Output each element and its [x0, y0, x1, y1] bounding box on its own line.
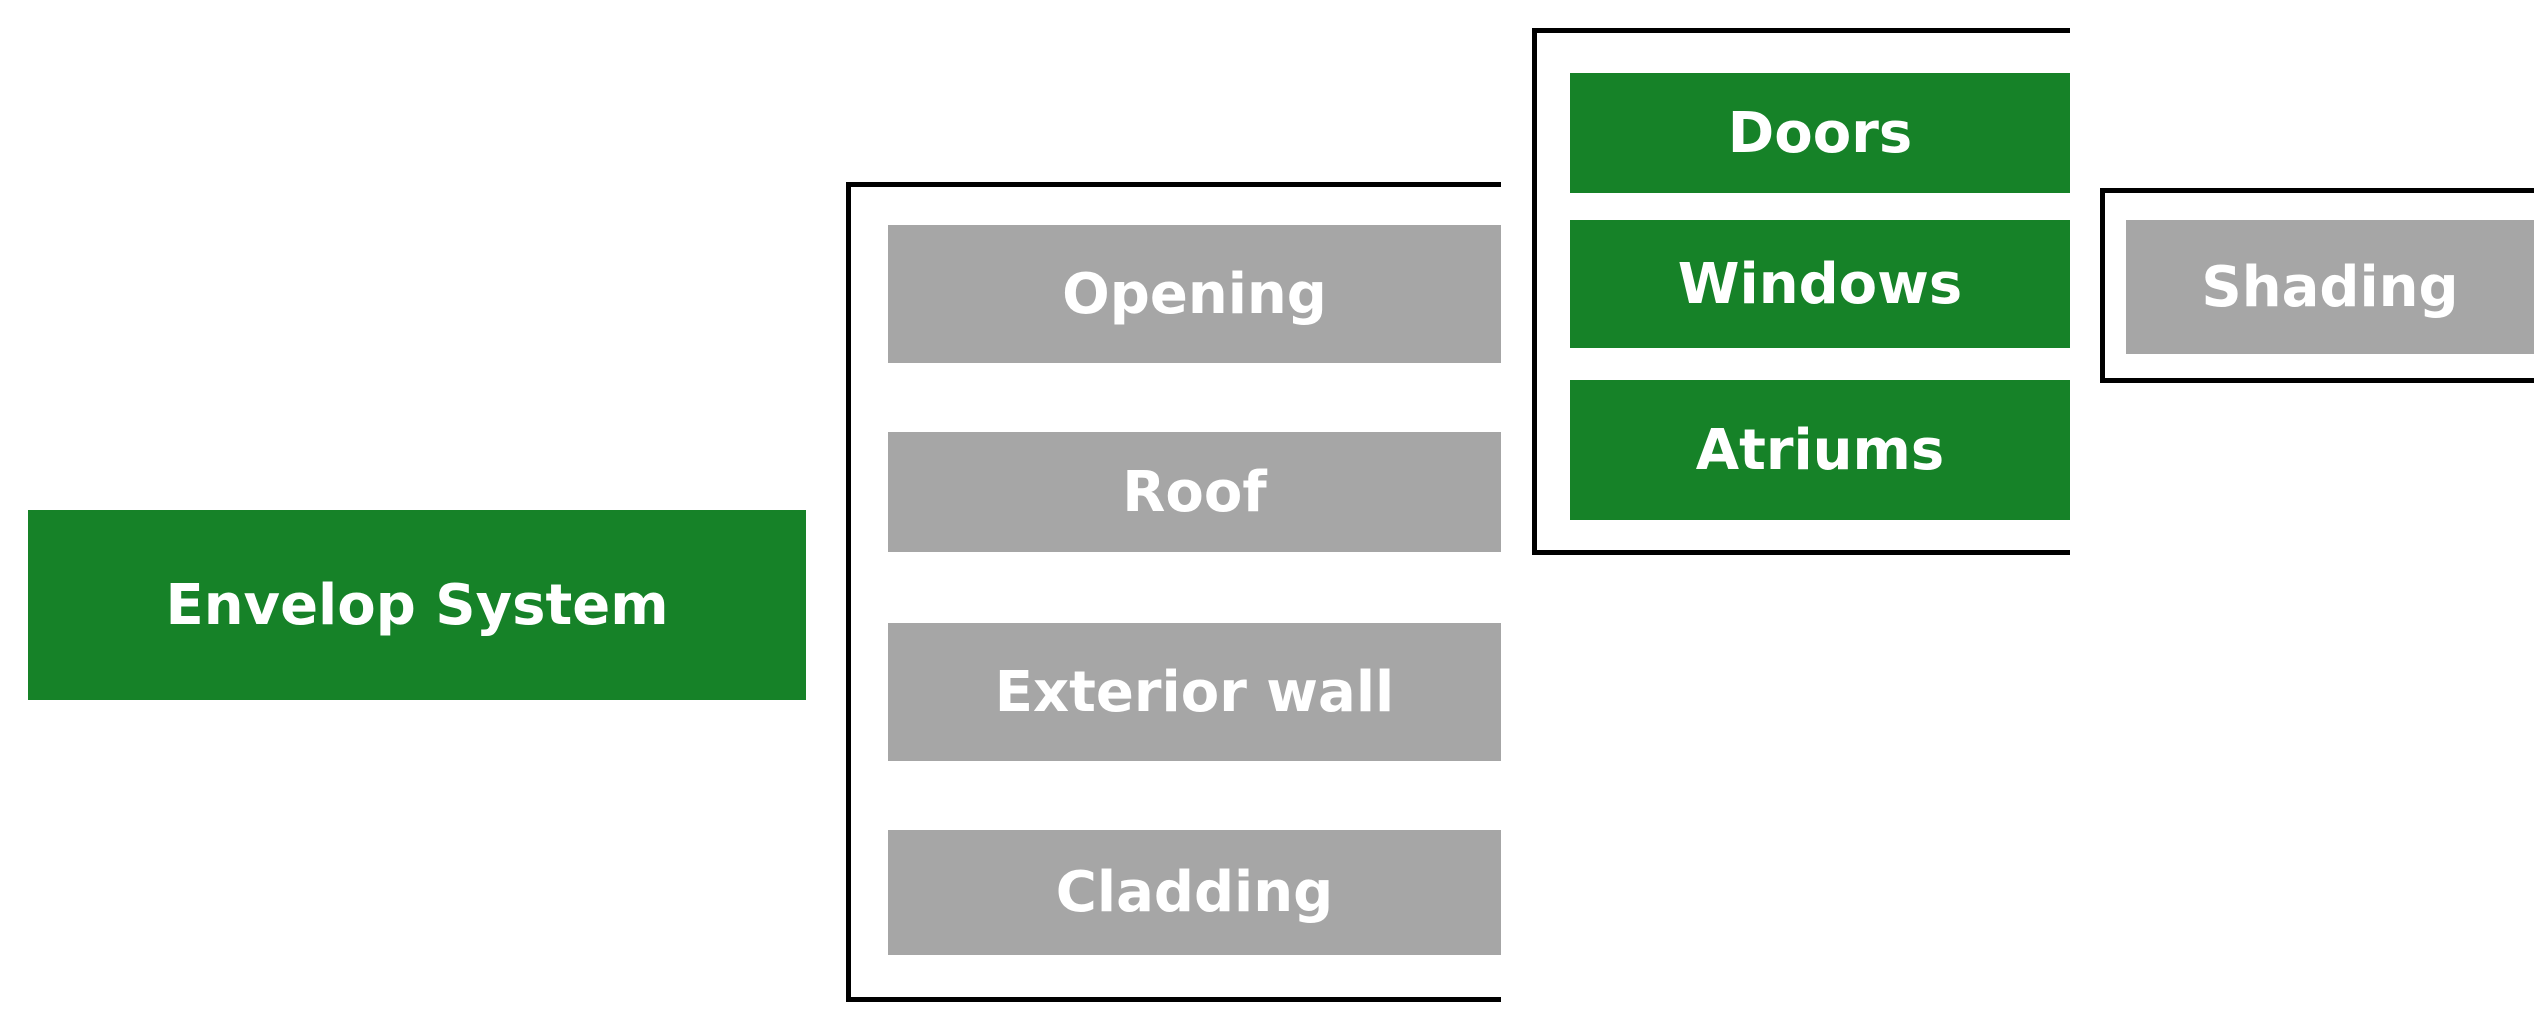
node-label: Opening — [1062, 261, 1327, 327]
bracket-windows-children — [2100, 188, 2534, 383]
node-label: Exterior wall — [994, 659, 1395, 725]
bracket-level1 — [846, 182, 1501, 1002]
node-cladding: Cladding — [888, 830, 1501, 955]
node-doors: Doors — [1570, 73, 2070, 193]
node-label: Roof — [1122, 459, 1267, 525]
node-roof: Roof — [888, 432, 1501, 552]
node-label: Shading — [2201, 254, 2459, 320]
bracket-opening-children — [1532, 28, 2070, 555]
node-envelop-system: Envelop System — [28, 510, 806, 700]
node-label: Doors — [1727, 100, 1913, 166]
node-windows: Windows — [1570, 220, 2070, 348]
node-atriums: Atriums — [1570, 380, 2070, 520]
node-opening: Opening — [888, 225, 1501, 363]
node-label: Cladding — [1055, 860, 1334, 925]
node-label: Atriums — [1695, 417, 1945, 483]
node-exterior-wall: Exterior wall — [888, 623, 1501, 761]
node-shading: Shading — [2126, 220, 2534, 354]
node-label: Windows — [1677, 251, 1963, 317]
node-label: Envelop System — [165, 572, 669, 638]
